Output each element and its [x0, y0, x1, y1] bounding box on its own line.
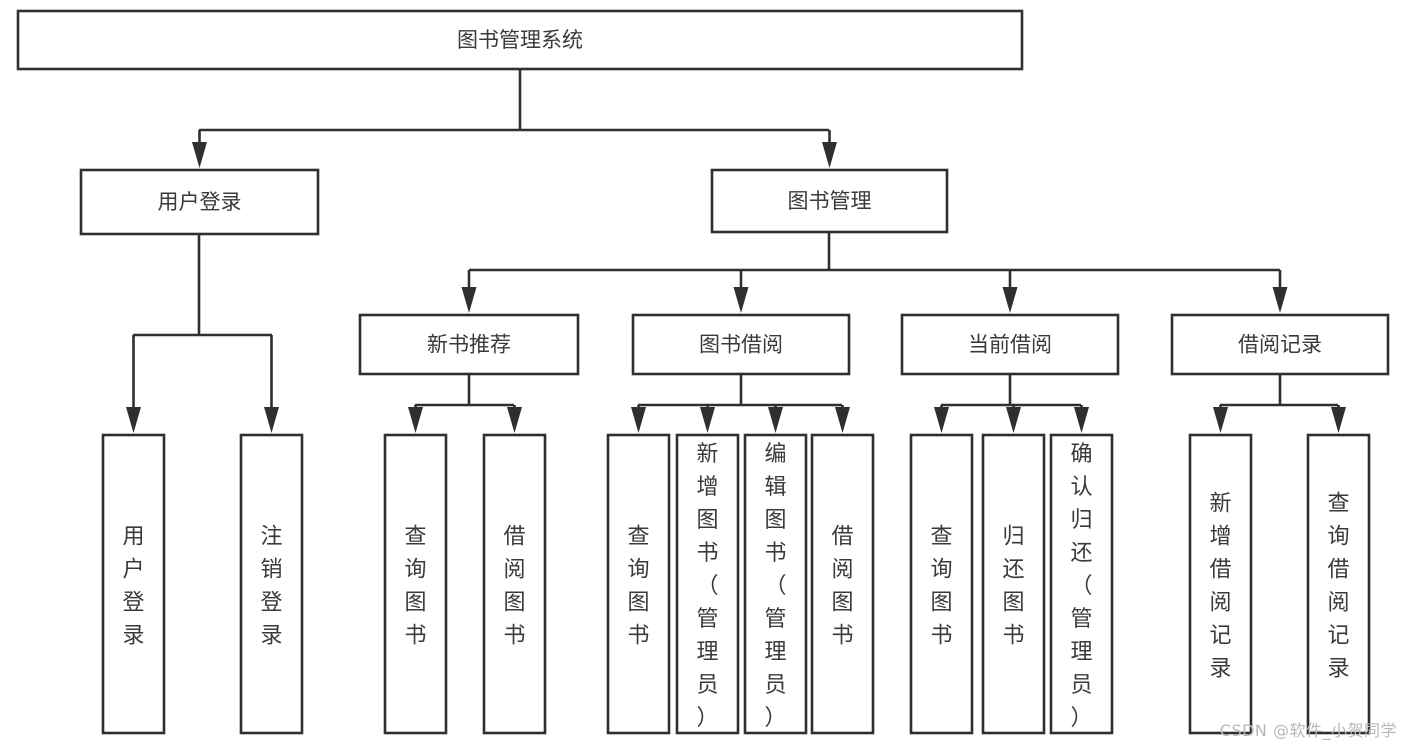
node-borrow-record[interactable]: 借阅记录	[1170, 313, 1390, 376]
edge-root-to-book-manage	[822, 130, 837, 168]
node-box-leaf-borrow-book-2[interactable]	[810, 433, 875, 735]
node-label-root: 图书管理系统	[457, 28, 583, 52]
edge-bus-bus-user-login	[133, 234, 272, 337]
node-label-new-book-rec: 新书推荐	[427, 333, 511, 357]
node-new-book-rec[interactable]: 新书推荐	[358, 313, 580, 376]
node-leaf-confirm-return[interactable]: 确认归还（管理员）	[1049, 433, 1114, 735]
node-label-leaf-query-book-2: 查询图书	[627, 525, 649, 649]
node-book-borrow[interactable]: 图书借阅	[631, 313, 851, 376]
node-label-leaf-query-book-1: 查询图书	[404, 525, 426, 649]
node-label-borrow-record: 借阅记录	[1238, 333, 1322, 357]
edge-bus-bus-book-borrow	[638, 374, 842, 407]
node-box-leaf-query-book-1[interactable]	[383, 433, 448, 735]
node-box-leaf-add-record[interactable]	[1188, 433, 1253, 735]
edge-borrow-record-to-leaf-query-record	[1331, 405, 1346, 433]
node-leaf-add-record[interactable]: 新增借阅记录	[1188, 433, 1253, 735]
edge-book-borrow-to-leaf-add-book	[700, 405, 715, 433]
node-label-leaf-user-login: 用户登录	[122, 525, 144, 649]
node-leaf-borrow-book-2[interactable]: 借阅图书	[810, 433, 875, 735]
edge-book-manage-to-book-borrow	[733, 270, 749, 313]
node-box-leaf-confirm-return[interactable]	[1049, 433, 1114, 735]
node-label-leaf-add-record: 新增借阅记录	[1209, 492, 1231, 682]
edge-book-borrow-to-leaf-query-book-2	[631, 405, 646, 433]
node-box-book-manage[interactable]	[710, 168, 949, 234]
node-label-leaf-return-book: 归还图书	[1002, 525, 1024, 649]
node-box-leaf-query-book-2[interactable]	[606, 433, 671, 735]
csdn-watermark: CSDN @软件_小贺同学	[1219, 721, 1397, 740]
node-box-leaf-add-book[interactable]	[675, 433, 740, 735]
node-root[interactable]: 图书管理系统	[16, 9, 1024, 71]
node-box-book-borrow[interactable]	[631, 313, 851, 376]
node-box-new-book-rec[interactable]	[358, 313, 580, 376]
edge-new-book-rec-to-leaf-borrow-book-1	[507, 405, 522, 433]
edge-current-borrow-to-leaf-query-book-3	[934, 405, 949, 433]
edge-bus-bus-new-book-rec	[415, 374, 514, 407]
edge-bus-bus-book-manage	[469, 232, 1280, 272]
node-leaf-borrow-book-1[interactable]: 借阅图书	[482, 433, 547, 735]
node-box-leaf-logout[interactable]	[239, 433, 304, 735]
node-user-login[interactable]: 用户登录	[79, 168, 320, 236]
node-box-leaf-user-login[interactable]	[101, 433, 166, 735]
edge-book-manage-to-new-book-rec	[461, 270, 477, 313]
node-current-borrow[interactable]: 当前借阅	[900, 313, 1120, 376]
node-box-user-login[interactable]	[79, 168, 320, 236]
node-leaf-edit-book[interactable]: 编辑图书（管理员）	[743, 433, 808, 735]
node-label-leaf-query-book-3: 查询图书	[930, 525, 952, 649]
node-leaf-add-book[interactable]: 新增图书（管理员）	[675, 433, 740, 735]
node-label-leaf-confirm-return: 确认归还（管理员）	[1070, 442, 1092, 731]
edges-layer	[126, 69, 1346, 433]
node-label-book-manage: 图书管理	[788, 189, 872, 213]
node-label-leaf-borrow-book-1: 借阅图书	[503, 525, 525, 649]
node-box-leaf-return-book[interactable]	[981, 433, 1046, 735]
edge-current-borrow-to-leaf-confirm-return	[1074, 405, 1089, 433]
node-label-leaf-edit-book: 编辑图书（管理员）	[764, 442, 786, 731]
node-leaf-logout[interactable]: 注销登录	[239, 433, 304, 735]
edge-root-to-user-login	[192, 130, 207, 168]
edge-user-login-to-leaf-user-login	[126, 335, 141, 433]
edge-bus-bus-root	[199, 69, 829, 132]
node-label-leaf-borrow-book-2: 借阅图书	[831, 525, 853, 649]
nodes-layer: 图书管理系统用户登录图书管理新书推荐图书借阅当前借阅借阅记录用户登录注销登录查询…	[16, 9, 1390, 735]
edge-book-borrow-to-leaf-edit-book	[768, 405, 783, 433]
edge-borrow-record-to-leaf-add-record	[1213, 405, 1228, 433]
node-leaf-return-book[interactable]: 归还图书	[981, 433, 1046, 735]
node-leaf-query-book-3[interactable]: 查询图书	[909, 433, 974, 735]
node-box-root[interactable]	[16, 9, 1024, 71]
node-box-leaf-query-book-3[interactable]	[909, 433, 974, 735]
node-box-leaf-edit-book[interactable]	[743, 433, 808, 735]
node-box-borrow-record[interactable]	[1170, 313, 1390, 376]
node-leaf-user-login[interactable]: 用户登录	[101, 433, 166, 735]
node-box-current-borrow[interactable]	[900, 313, 1120, 376]
edge-user-login-to-leaf-logout	[264, 335, 279, 433]
node-label-book-borrow: 图书借阅	[699, 333, 783, 357]
node-box-leaf-query-record[interactable]	[1306, 433, 1371, 735]
node-leaf-query-record[interactable]: 查询借阅记录	[1306, 433, 1371, 735]
node-label-current-borrow: 当前借阅	[968, 333, 1052, 357]
node-label-leaf-logout: 注销登录	[260, 525, 282, 649]
node-label-user-login: 用户登录	[158, 190, 242, 214]
edge-book-manage-to-borrow-record	[1272, 270, 1288, 313]
edge-bus-bus-borrow-record	[1220, 374, 1338, 407]
node-label-leaf-add-book: 新增图书（管理员）	[696, 442, 718, 731]
node-leaf-query-book-2[interactable]: 查询图书	[606, 433, 671, 735]
edge-book-borrow-to-leaf-borrow-book-2	[835, 405, 850, 433]
node-label-leaf-query-record: 查询借阅记录	[1327, 492, 1349, 682]
node-leaf-query-book-1[interactable]: 查询图书	[383, 433, 448, 735]
edge-bus-bus-current-borrow	[941, 374, 1081, 407]
edge-current-borrow-to-leaf-return-book	[1006, 405, 1021, 433]
edge-book-manage-to-current-borrow	[1002, 270, 1018, 313]
edge-new-book-rec-to-leaf-query-book-1	[408, 405, 423, 433]
node-box-leaf-borrow-book-1[interactable]	[482, 433, 547, 735]
node-book-manage[interactable]: 图书管理	[710, 168, 949, 234]
